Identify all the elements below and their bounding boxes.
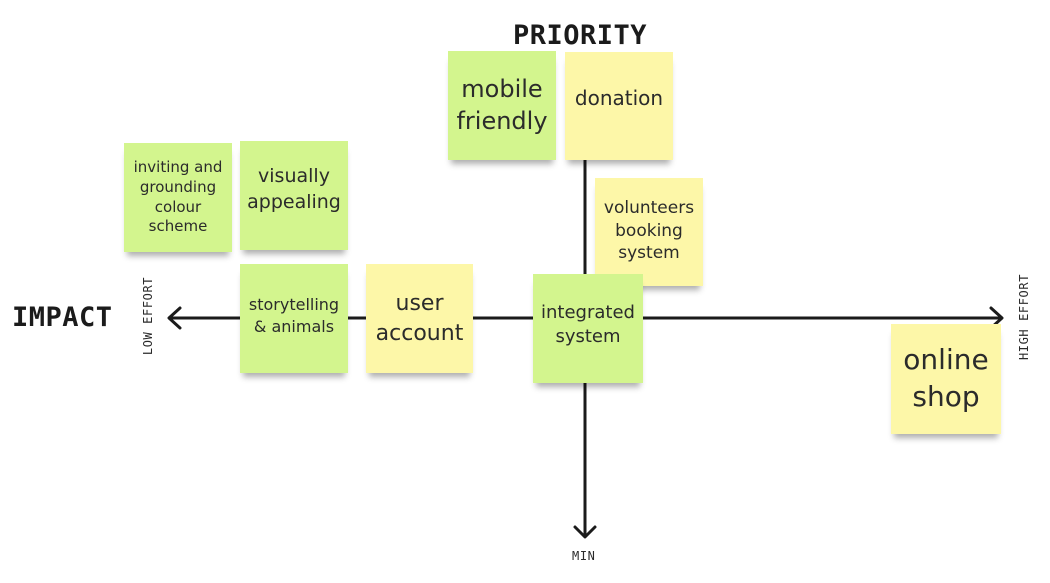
sticky-note-volunteers-booking-system[interactable]: volunteers booking system [595,178,703,286]
sticky-note-visually-appealing[interactable]: visually appealing [240,141,348,250]
impact-label: IMPACT [12,302,113,333]
min-label: MIN [572,549,596,563]
sticky-note-donation[interactable]: donation [565,52,673,160]
sticky-note-integrated-system[interactable]: integrated system [533,274,643,383]
high-effort-label: HIGH EFFORT [1017,273,1031,361]
sticky-note-storytelling-animals[interactable]: storytelling & animals [240,264,348,373]
low-effort-label: LOW EFFORT [141,276,155,356]
down-arrowhead [573,525,597,539]
sticky-note-mobile-friendly[interactable]: mobile friendly [448,51,556,160]
left-arrowhead [167,306,182,330]
sticky-note-user-account[interactable]: user account [366,264,473,373]
sticky-note-inviting-colour-scheme[interactable]: inviting and grounding colour scheme [124,143,232,252]
sticky-note-online-shop[interactable]: online shop [891,324,1001,434]
priority-title: PRIORITY [513,20,648,51]
